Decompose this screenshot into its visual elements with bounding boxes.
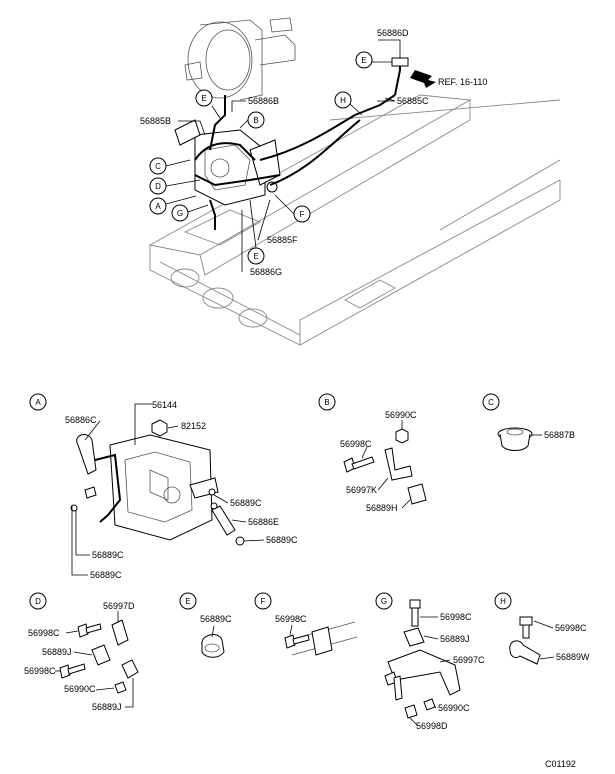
part-label-56889J-d2: 56889J (92, 702, 122, 712)
callout-E-left: E (195, 89, 213, 107)
svg-text:D: D (155, 182, 161, 191)
svg-text:E: E (201, 94, 206, 103)
part-label-56889H: 56889H (366, 503, 398, 513)
main-leader-lines (165, 39, 401, 272)
bolt-56998C-h (519, 616, 533, 626)
part-label-82152: 82152 (181, 421, 206, 431)
clamp-56889C (201, 634, 225, 658)
svg-text:E: E (361, 56, 366, 65)
reference-arrow-icon (410, 70, 436, 88)
clip-56889W (509, 640, 541, 665)
part-label-56997K: 56997K (346, 485, 377, 495)
main-assembly-view: REF. 16-110 E B (140, 17, 561, 346)
svg-text:E: E (253, 252, 258, 261)
svg-text:H: H (340, 96, 346, 105)
part-label-56889W: 56889W (556, 652, 590, 662)
svg-text:G: G (177, 209, 183, 218)
part-label-56886G: 56886G (250, 267, 282, 277)
reference-label: REF. 16-110 (438, 77, 487, 87)
callout-F: F (293, 205, 311, 223)
part-label-56997C: 56997C (453, 655, 485, 665)
nut-56990C (395, 428, 409, 444)
part-label-56889C-c: 56889C (92, 550, 124, 560)
brake-hose-end (391, 57, 409, 67)
part-label-56990C: 56990C (385, 410, 417, 420)
part-label-56998C-g: 56998C (440, 612, 472, 622)
part-label-56885F: 56885F (267, 235, 298, 245)
vehicle-frame-drawing (148, 94, 561, 346)
detail-H: H 56998C 56889W (494, 592, 590, 665)
nut-82152 (151, 419, 168, 437)
part-label-56990C-g: 56990C (438, 703, 470, 713)
part-label-56886D: 56886D (377, 28, 409, 38)
part-label-56990C-d: 56990C (64, 684, 96, 694)
callout-E-top: E (355, 51, 373, 69)
nut-56990C-g (423, 698, 436, 711)
valve-bracket-unit-drawing (174, 119, 281, 206)
svg-text:F: F (300, 210, 305, 219)
detail-D-letter: D (35, 597, 41, 606)
part-label-56998D: 56998D (416, 721, 448, 731)
clamp-56889J-g (403, 627, 425, 647)
part-label-56885C: 56885C (397, 96, 429, 106)
bolt-56998C-g (409, 599, 421, 609)
detail-B-letter: B (324, 398, 329, 407)
detail-A-letter: A (35, 398, 41, 407)
part-label-56886C: 56886C (65, 415, 97, 425)
callout-A: A (149, 197, 167, 215)
bracket-56997K (384, 447, 413, 481)
detail-C: C 56887B (482, 393, 575, 451)
part-label-56886E: 56886E (248, 517, 279, 527)
detail-A: A 56144 82152 56886C 56889C 56886E (29, 393, 298, 580)
clip-56889H (407, 483, 427, 505)
hose-clip (76, 434, 97, 475)
part-label-56998C-f: 56998C (275, 614, 307, 624)
part-label-56889C-d: 56889C (90, 570, 122, 580)
callout-H: H (334, 91, 352, 109)
part-label-56889J-g: 56889J (440, 634, 470, 644)
callout-G: G (171, 204, 189, 222)
part-label-56998C-d2: 56998C (24, 666, 56, 676)
part-label-56889J-d1: 56889J (42, 647, 72, 657)
brake-pipes-drawing (194, 62, 401, 230)
part-label-56997D: 56997D (103, 601, 135, 611)
detail-G-letter: G (381, 597, 387, 606)
part-label-56887B: 56887B (544, 430, 575, 440)
part-label-56998C: 56998C (340, 439, 372, 449)
callout-D: D (149, 177, 167, 195)
diagram-code: C01192 (545, 759, 576, 769)
detail-G: G 56998C 56889J 56997C 56990C 56998D (375, 592, 485, 731)
svg-text:A: A (155, 202, 161, 211)
detail-H-letter: H (500, 597, 506, 606)
callout-C: C (149, 157, 167, 175)
part-label-56144: 56144 (152, 400, 177, 410)
part-label-56889C-b: 56889C (266, 535, 298, 545)
bolt-56998D (404, 704, 418, 719)
brake-booster-drawing (184, 17, 296, 101)
bracket-56997D (111, 619, 129, 646)
detail-F: F 56998C (254, 592, 358, 656)
bolt-56998C-f (284, 634, 296, 649)
detail-C-letter: C (488, 398, 494, 407)
hose-56886E (211, 505, 236, 536)
detail-E-letter: E (185, 597, 190, 606)
part-label-56998C-h: 56998C (555, 623, 587, 633)
part-label-56886B: 56886B (248, 96, 279, 106)
detail-D: D 56997D 56998C 56889J 56998C 56990C 568… (24, 592, 139, 712)
detail-F-letter: F (261, 597, 266, 606)
detail-B: B 56990C 56998C 56997K 56889H (318, 393, 427, 513)
part-label-56998C-d1: 56998C (28, 628, 60, 638)
callout-E-bottom: E (247, 247, 265, 265)
svg-text:C: C (155, 162, 161, 171)
part-label-56885B: 56885B (140, 116, 171, 126)
part-label-56889C-a: 56889C (230, 498, 262, 508)
detail-E: E 56889C (179, 592, 232, 658)
callout-B: B (247, 111, 265, 129)
part-label-56889C-e: 56889C (200, 614, 232, 624)
svg-text:B: B (253, 116, 258, 125)
